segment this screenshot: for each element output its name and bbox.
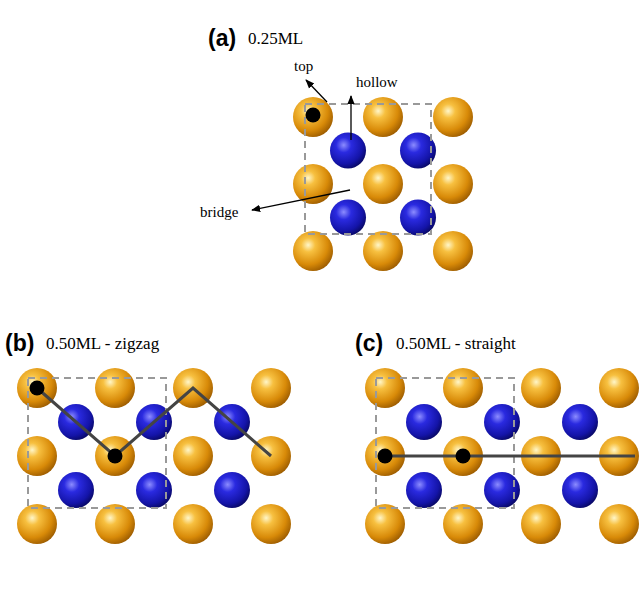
- second-layer-atom: [330, 200, 366, 236]
- substrate-atom: [17, 504, 57, 544]
- second-layer-atom: [562, 404, 598, 440]
- panel-letter: (c): [355, 331, 383, 356]
- adsorbate-chain: [37, 388, 271, 456]
- adsorbate-atom: [108, 449, 123, 464]
- second-layer-atom: [562, 472, 598, 508]
- substrate-atom: [599, 368, 639, 408]
- unit-cell: [305, 104, 431, 234]
- panel-letter: (b): [5, 331, 34, 356]
- substrate-atom: [293, 97, 333, 137]
- substrate-atom: [363, 164, 403, 204]
- adsorbate-chain: [385, 455, 635, 458]
- second-layer-atom: [330, 133, 366, 169]
- second-layer-atom: [406, 404, 442, 440]
- site-label: top: [294, 58, 313, 75]
- site-label: hollow: [356, 74, 398, 91]
- site-label: bridge: [200, 204, 238, 221]
- adsorbate-atom: [30, 381, 45, 396]
- substrate-atom: [433, 164, 473, 204]
- substrate-atom: [251, 368, 291, 408]
- site-pointer: [350, 96, 351, 140]
- substrate-atom: [173, 436, 213, 476]
- site-pointer: [252, 190, 350, 210]
- substrate-atom: [443, 504, 483, 544]
- panel-letter: (a): [208, 26, 236, 51]
- second-layer-atom: [406, 472, 442, 508]
- substrate-atom: [433, 231, 473, 271]
- second-layer-atom: [214, 472, 250, 508]
- substrate-atom: [251, 504, 291, 544]
- substrate-atom: [95, 368, 135, 408]
- substrate-atom: [521, 504, 561, 544]
- substrate-atom: [17, 436, 57, 476]
- second-layer-atom: [484, 472, 520, 508]
- site-pointer: [306, 80, 327, 102]
- substrate-atom: [293, 231, 333, 271]
- coverage-label: 0.25ML: [248, 30, 303, 49]
- substrate-atom: [521, 368, 561, 408]
- adsorbate-atom: [456, 449, 471, 464]
- substrate-atom: [363, 231, 403, 271]
- substrate-atom: [365, 504, 405, 544]
- adsorbate-atom: [306, 108, 321, 123]
- substrate-atom: [599, 504, 639, 544]
- unit-cell: [376, 378, 514, 508]
- panel-title: 0.50ML - zigzag: [46, 335, 159, 354]
- second-layer-atom: [136, 472, 172, 508]
- substrate-atom: [433, 97, 473, 137]
- substrate-atom: [443, 368, 483, 408]
- second-layer-atom: [58, 472, 94, 508]
- substrate-atom: [365, 368, 405, 408]
- panel-title: 0.50ML - straight: [396, 335, 516, 354]
- adsorbate-atom: [378, 449, 393, 464]
- substrate-atom: [173, 504, 213, 544]
- substrate-atom: [95, 504, 135, 544]
